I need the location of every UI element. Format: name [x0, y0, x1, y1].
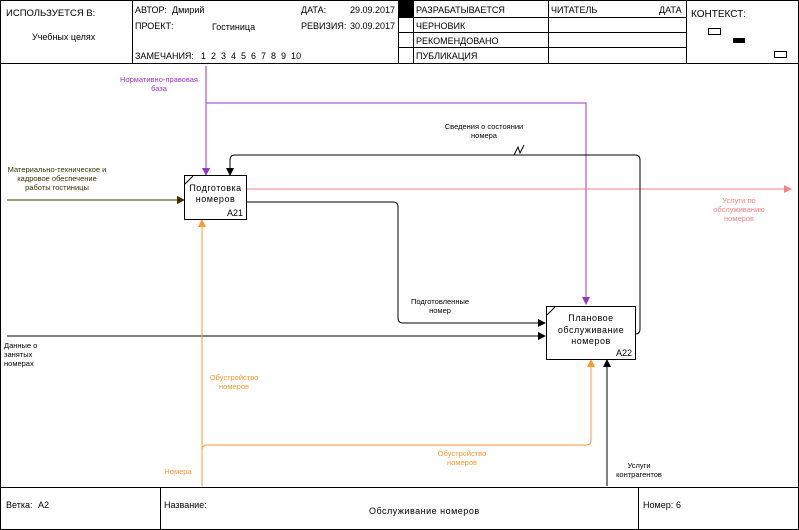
label-control-normative: Нормативно-правовая база — [120, 75, 198, 93]
label-mech-contractors: Услуги контрагентов — [616, 461, 662, 479]
title-value: Обслуживание номеров — [369, 506, 480, 516]
label-feedback-state: Сведения о состоянии номера — [444, 122, 524, 140]
feedback-squiggle — [513, 144, 525, 156]
label-output-services: Услуги по обслуживанию номеров — [713, 196, 765, 223]
arrow-prepared-rooms — [246, 201, 546, 327]
context-box-3 — [774, 51, 787, 58]
box-corner-mark — [185, 176, 194, 185]
a22-number: A22 — [615, 348, 632, 358]
activity-box-a22[interactable]: Плановое обслуживание номеров A22 — [546, 306, 636, 360]
label-mech-equipment-a22: Обустройство номеров — [437, 449, 487, 467]
status-developing: РАЗРАБАТЫВАЕТСЯ — [416, 5, 505, 15]
label-prepared-rooms: Подготовленные номер — [410, 297, 470, 315]
a22-label-line2: обслуживание — [557, 325, 625, 335]
activity-box-a21[interactable]: Подготовка номеров A21 — [184, 175, 247, 220]
arrow-control-normative — [205, 66, 590, 305]
label-input-material: Материально-техническое и кадровое обесп… — [7, 165, 107, 192]
page-number-value: 6 — [676, 500, 682, 510]
title-label: Название: — [164, 500, 207, 510]
a21-number: A21 — [226, 208, 243, 218]
context-label: КОНТЕКСТ: — [691, 9, 746, 20]
reader-label: ЧИТАТЕЛЬ — [551, 5, 598, 15]
author-value: Дмирий — [172, 5, 205, 15]
box-corner-mark — [547, 307, 556, 316]
date-value: 29.09.2017 — [350, 5, 396, 15]
project-value: Гостиница — [212, 22, 256, 32]
node-label: Ветка: — [6, 500, 33, 510]
node-value: A2 — [38, 500, 50, 510]
project-label: ПРОЕКТ: — [135, 21, 174, 31]
notes-numbers: 1 2 3 4 5 6 7 8 9 10 — [201, 51, 302, 61]
date-label: ДАТА: — [301, 5, 327, 15]
reader-date-label: ДАТА — [659, 5, 682, 15]
label-mech-rooms: Номера — [164, 467, 192, 476]
arrow-mech-rooms-branch — [201, 359, 595, 451]
arrow-feedback-state — [226, 154, 641, 335]
status-recommended: РЕКОМЕНДОВАНО — [416, 36, 499, 46]
a22-label-line1: Плановое — [568, 313, 614, 323]
a22-label-line3: номеров — [571, 336, 611, 346]
label-input-occupied: Данные о занятых номерах — [4, 341, 38, 368]
used-in-label: ИСПОЛЬЗУЕТСЯ В: — [6, 8, 96, 19]
label-mech-equipment-a21: Обустройство номеров — [209, 373, 259, 391]
page-number-label: Номер: — [643, 500, 674, 510]
revision-value: 30.09.2017 — [350, 21, 396, 31]
a21-label-line2: номеров — [195, 194, 236, 204]
a21-label-line1: Подготовка — [189, 183, 242, 193]
status-draft: ЧЕРНОВИК — [416, 21, 466, 31]
used-in-value: Учебных целях — [32, 32, 96, 42]
context-box-2-active — [733, 38, 745, 43]
author-label: АВТОР: — [135, 5, 167, 15]
notes-label: ЗАМЕЧАНИЯ: — [135, 51, 194, 61]
status-publication: ПУБЛИКАЦИЯ — [416, 51, 478, 61]
revision-label: РЕВИЗИЯ: — [301, 21, 347, 31]
context-box-1 — [708, 28, 721, 35]
